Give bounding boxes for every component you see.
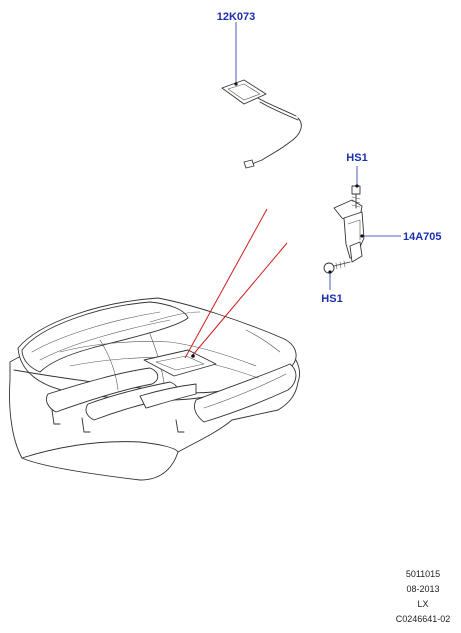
footer-reference: 5011015 08-2013 LX C0246641-02 [396,569,451,624]
callout-hs1-bottom: HS1 [321,270,343,305]
callout-12k073: 12K073 [217,11,256,86]
callout-14a705: 14A705 [360,231,442,243]
reference-point [191,354,195,358]
callout-label-hs1-top: HS1 [346,152,367,164]
callout-label-14a705: 14A705 [403,231,442,243]
heater-mat-part [221,79,302,169]
footer-line-2: 08-2013 [406,584,439,594]
bracket-part [333,199,365,263]
callout-label-hs1-bottom: HS1 [321,293,342,305]
seat-cushion [9,297,301,481]
reference-line-2 [191,242,288,357]
footer-line-1: 5011015 [406,569,440,579]
footer-line-4: C0246641-02 [396,614,451,624]
reference-line-1 [184,208,268,359]
callout-hs1-top: HS1 [346,152,368,188]
footer-line-3: LX [417,599,428,609]
screw-bottom-part [323,260,351,274]
callout-label-12k073: 12K073 [217,11,256,23]
